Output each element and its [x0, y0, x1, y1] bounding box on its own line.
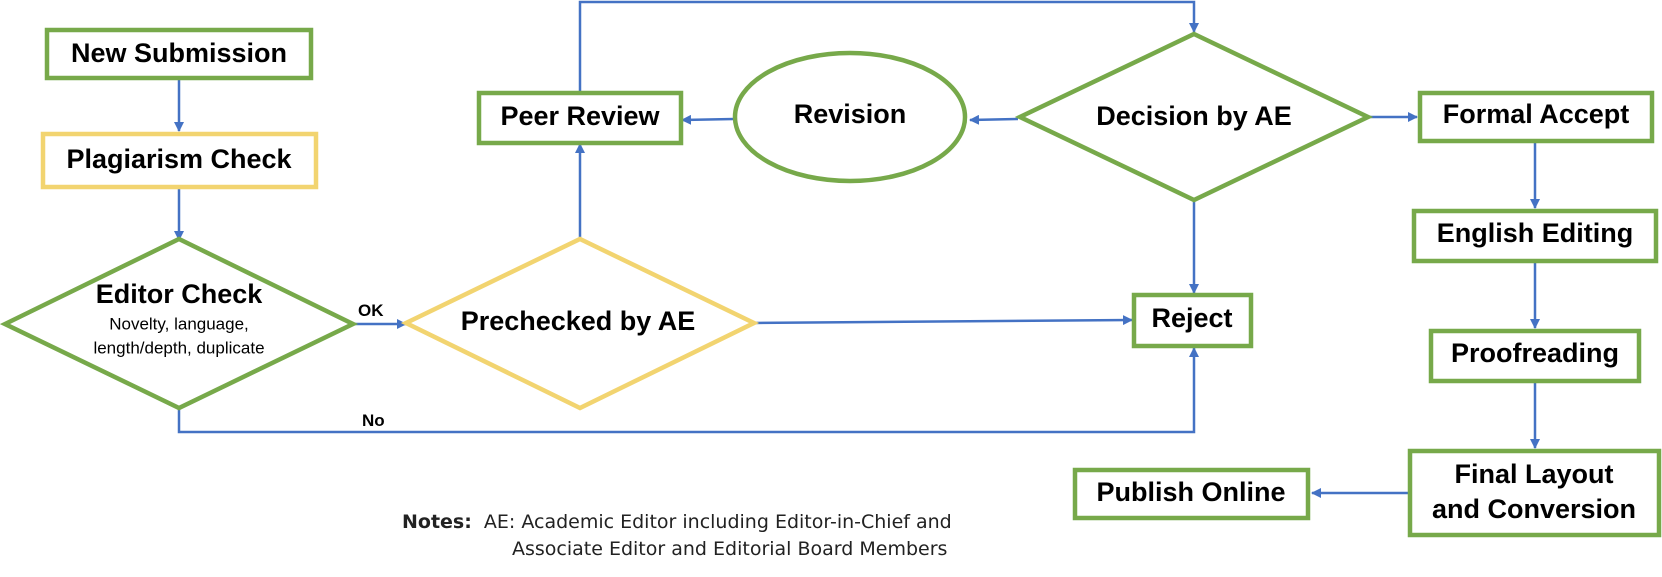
publish-online-box: [1072, 467, 1311, 521]
no-edge-label: No: [362, 411, 385, 430]
edge-labels: OK No: [358, 301, 385, 430]
decision-by-ae-label: Decision by AE: [1096, 101, 1292, 131]
editor-check-title: Editor Check: [96, 279, 264, 309]
editor-check-criteria-line2: length/depth, duplicate: [93, 338, 264, 357]
plagiarism-check-box: [40, 131, 319, 190]
reject-box: [1131, 292, 1254, 349]
english-editing-label: English Editing: [1437, 218, 1634, 248]
new-submission-box: [44, 27, 314, 81]
english-editing-box: [1411, 208, 1659, 264]
connectors: [174, 0, 1540, 498]
decision-by-ae-diamond: [1014, 31, 1374, 203]
notes-line2: Associate Editor and Editorial Board Mem…: [512, 538, 947, 560]
prechecked-by-ae-label: Prechecked by AE: [461, 306, 696, 336]
svg-text:Notes: AE: Academic Edit: Notes: AE: Academic Editor including Edi…: [402, 511, 952, 533]
final-layout-label-line2: and Conversion: [1432, 494, 1636, 524]
edge-peer-review-to-decision: [578, 0, 1199, 91]
edge-revision-to-peer-review: [681, 114, 735, 125]
edge-editor-check-no: [177, 347, 1199, 434]
editor-check-criteria-line1: Novelty, language,: [109, 314, 249, 333]
plagiarism-check-label: Plagiarism Check: [66, 144, 292, 174]
reject-label: Reject: [1151, 303, 1232, 333]
formal-accept-box: [1417, 90, 1655, 144]
peer-review-box: [476, 90, 684, 146]
node-labels: New Submission Plagiarism Check Editor C…: [66, 38, 1636, 524]
final-layout-box: [1407, 448, 1662, 538]
final-layout-label-line1: Final Layout: [1454, 459, 1613, 489]
new-submission-label: New Submission: [71, 38, 287, 68]
notes: Notes: AE: Academic Editor including Edi…: [402, 511, 952, 560]
peer-review-label: Peer Review: [500, 101, 660, 131]
publish-online-label: Publish Online: [1096, 477, 1285, 507]
revision-ellipse: [732, 50, 968, 184]
edge-prechecked-to-reject: [753, 315, 1133, 326]
shapes: [0, 27, 1662, 538]
notes-label: Notes:: [402, 511, 472, 533]
ok-edge-label: OK: [358, 301, 384, 320]
proofreading-box: [1428, 328, 1642, 384]
revision-label: Revision: [794, 99, 907, 129]
notes-line1: AE: Academic Editor including Editor-in-…: [484, 511, 952, 533]
prechecked-by-ae-diamond: [400, 236, 760, 411]
edge-decision-to-revision: [969, 114, 1019, 125]
editor-check-diamond: [0, 236, 359, 411]
proofreading-label: Proofreading: [1451, 338, 1619, 368]
formal-accept-label: Formal Accept: [1443, 99, 1630, 129]
